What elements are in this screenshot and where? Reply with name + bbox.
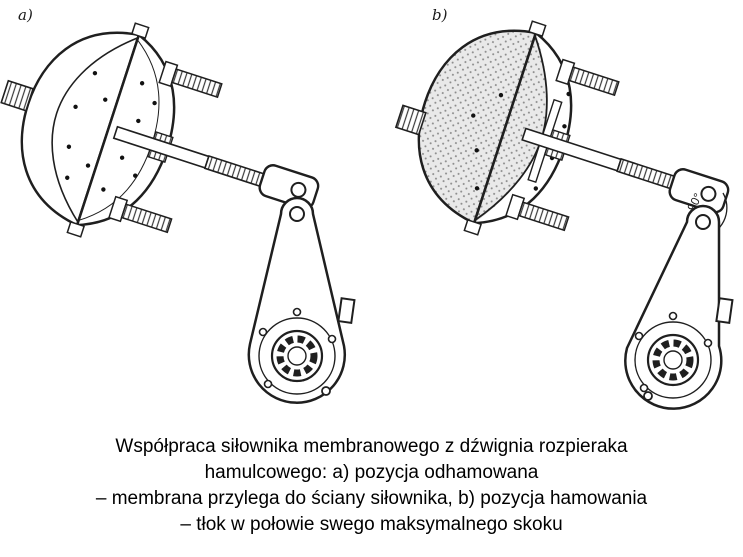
- diagram-a: a): [0, 6, 356, 404]
- mounting-stud-a-lower: [108, 195, 174, 237]
- spline-hub-a: [258, 307, 337, 396]
- clamp-band-top-b: [527, 20, 547, 37]
- section-dots-a: [65, 70, 157, 192]
- mounting-stud-b-upper: [555, 58, 621, 100]
- adjuster-screw-a: [337, 297, 356, 324]
- chamber-b-clamp-flange: [473, 32, 537, 224]
- clevis-a: [258, 164, 320, 210]
- caption-line-2: hamulcowego: a) pozycja odhamowana: [204, 462, 539, 483]
- mounting-stud-b-lower: [505, 193, 571, 235]
- clamp-band-bottom-b: [463, 219, 483, 236]
- section-dots-b: [471, 91, 571, 191]
- chamber-b-pressure-dome: [417, 29, 538, 225]
- brake-chamber-b: [394, 20, 684, 236]
- diagram-b: b): [394, 6, 734, 410]
- caption-line-4: – tłok w połowie swego maksymalnego skok…: [180, 514, 563, 535]
- panel-a-label: a): [18, 6, 33, 24]
- caption-line-1: Współpraca siłownika membranowego z dźwi…: [115, 436, 628, 457]
- caption-line-3: – membrana przylega do ściany siłownika,…: [95, 488, 648, 509]
- inlet-port-a: [0, 79, 35, 112]
- adjuster-screw-b: [715, 297, 734, 324]
- inlet-port-b: [394, 104, 427, 136]
- clevis-b: [668, 168, 730, 214]
- diaphragm-a: [51, 37, 139, 223]
- panel-b-label: b): [432, 6, 448, 24]
- lever-pin-hole-a: [289, 206, 305, 222]
- chamber-b-pressure-volume: [474, 32, 548, 224]
- technical-diagram: a): [0, 6, 734, 410]
- clamp-band-bottom: [66, 221, 86, 238]
- spline-hub-b: [634, 311, 713, 401]
- clamp-band-top: [130, 22, 150, 39]
- push-rod-a-thread: [203, 154, 269, 189]
- brake-chamber-a: [0, 22, 269, 238]
- lever-pin-hole-b: [695, 214, 711, 230]
- figure-caption: Współpraca siłownika membranowego z dźwi…: [0, 434, 743, 538]
- chamber-a-clamp-flange: [76, 34, 140, 226]
